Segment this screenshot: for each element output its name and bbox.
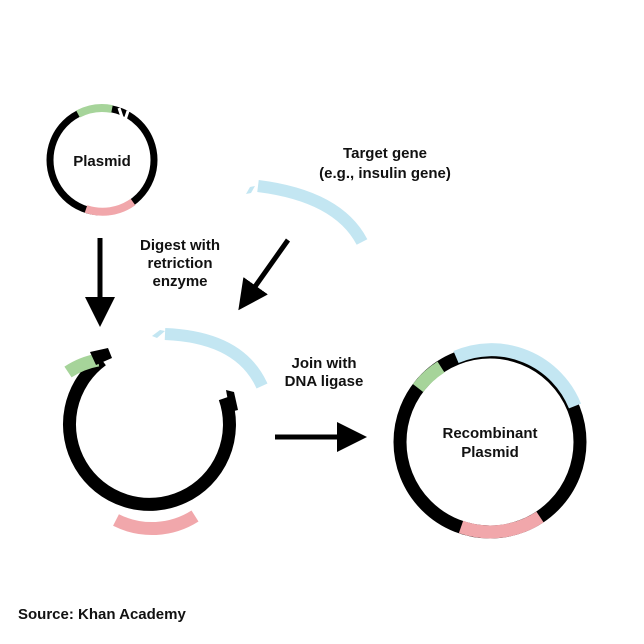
insert-arc xyxy=(164,328,268,389)
join-label-line1: Join with xyxy=(292,355,357,372)
plasmid-label: Plasmid xyxy=(73,153,131,170)
cut-plasmid-ring xyxy=(62,354,236,511)
target-gene-arc xyxy=(257,180,368,245)
recombinant-insert-arc xyxy=(453,343,582,409)
small-plasmid-pink-marker xyxy=(84,198,136,216)
cut-plasmid-sticky-end-top xyxy=(90,348,112,365)
recombinant-green-marker xyxy=(412,361,445,393)
target-gene-end-piece xyxy=(246,186,255,194)
small-plasmid-cut-2 xyxy=(123,110,130,121)
cut-plasmid xyxy=(62,328,268,535)
digest-label-line2: retriction xyxy=(147,255,212,272)
small-plasmid-cut-1 xyxy=(117,107,124,118)
target-gene-fragment xyxy=(246,180,368,245)
recombinant-label-line1: Recombinant xyxy=(442,425,537,442)
recombinant-pink-marker xyxy=(458,511,544,539)
recombinant-label-line2: Plasmid xyxy=(461,444,519,461)
recombinant-plasmid: Recombinant Plasmid xyxy=(393,343,587,539)
small-plasmid-green-marker xyxy=(76,104,113,118)
join-label-line2: DNA ligase xyxy=(285,373,364,390)
insert-end-piece xyxy=(152,330,165,338)
source-label: Source: Khan Academy xyxy=(18,606,186,623)
digest-label-line3: enzyme xyxy=(152,273,207,290)
small-plasmid: Plasmid xyxy=(46,104,158,216)
target-gene-label-line1: Target gene xyxy=(343,145,427,162)
insert-arrow-icon xyxy=(238,238,291,311)
digest-label-line1: Digest with xyxy=(140,237,220,254)
target-gene-label-line2: (e.g., insulin gene) xyxy=(319,165,451,182)
cut-plasmid-pink-marker xyxy=(113,510,199,535)
cut-plasmid-sticky-end-right xyxy=(226,390,238,412)
